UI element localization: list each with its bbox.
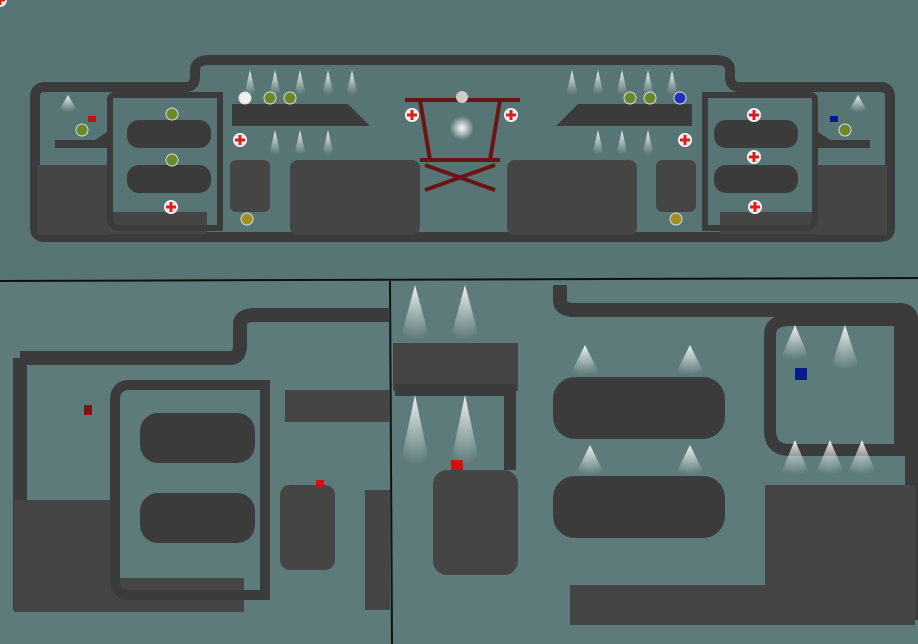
room-wall bbox=[702, 92, 818, 231]
ammo-icon bbox=[165, 153, 179, 167]
blue-flag-icon bbox=[795, 368, 807, 380]
island-wall bbox=[127, 165, 211, 193]
medkit-icon bbox=[748, 200, 762, 214]
player-2-view bbox=[393, 285, 918, 625]
island-wall bbox=[140, 413, 255, 463]
floor-block bbox=[507, 160, 637, 235]
ammo-icon bbox=[240, 212, 254, 226]
ledge bbox=[815, 130, 870, 148]
outer-wall bbox=[30, 55, 895, 242]
medkit-icon bbox=[164, 200, 178, 214]
island-wall bbox=[553, 377, 725, 439]
ammo-icon bbox=[165, 107, 179, 121]
viewport-divider bbox=[0, 277, 918, 282]
ammo-pickups bbox=[75, 91, 852, 226]
island-wall bbox=[127, 120, 211, 148]
red-flag-icon bbox=[84, 405, 92, 415]
overview-map bbox=[0, 0, 918, 280]
medkit-pickups bbox=[0, 0, 762, 214]
ceiling-lights bbox=[400, 285, 877, 475]
turret-icon bbox=[456, 91, 468, 103]
ledge bbox=[232, 104, 370, 126]
ceiling-lights bbox=[58, 70, 868, 155]
ammo-icon bbox=[838, 123, 852, 137]
pillar bbox=[230, 160, 270, 212]
ledge bbox=[556, 104, 692, 126]
floor-block bbox=[290, 160, 420, 235]
island-wall bbox=[714, 120, 798, 148]
blue-flag-icon bbox=[830, 116, 838, 122]
island-wall bbox=[140, 493, 255, 543]
medkit-icon bbox=[747, 150, 761, 164]
medkit-icon bbox=[504, 108, 518, 122]
medkit-icon bbox=[678, 133, 692, 147]
pillar bbox=[656, 160, 696, 212]
player-1-view bbox=[13, 308, 390, 612]
pillar bbox=[433, 470, 518, 575]
red-flag-icon bbox=[316, 480, 324, 488]
floor-block bbox=[37, 165, 107, 235]
pillar bbox=[280, 485, 335, 570]
ammo-icon bbox=[75, 123, 89, 137]
medkit-icon bbox=[747, 108, 761, 122]
medkit-icon bbox=[233, 133, 247, 147]
island-wall bbox=[714, 165, 798, 193]
floor-block bbox=[817, 165, 887, 235]
red-flag-icon bbox=[88, 116, 96, 122]
room-wall bbox=[107, 92, 223, 231]
ledge bbox=[55, 130, 110, 148]
viewport-divider bbox=[389, 280, 393, 644]
light-orb bbox=[450, 116, 474, 140]
ammo-icon bbox=[669, 212, 683, 226]
medkit-icon bbox=[405, 108, 419, 122]
ammo-icon bbox=[283, 91, 297, 105]
island-wall bbox=[553, 476, 725, 538]
